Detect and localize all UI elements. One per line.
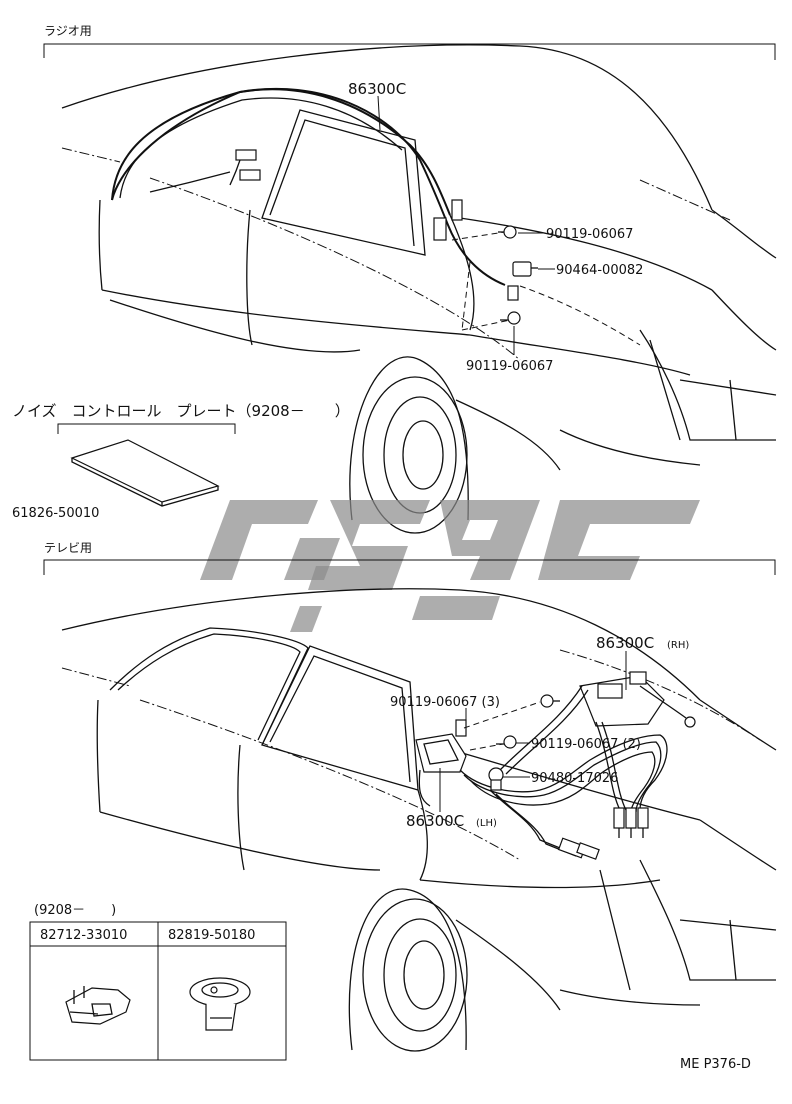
parts-table-caption: (9208－ ) xyxy=(34,903,116,918)
noise-plate-part: 61826-50010 xyxy=(12,506,99,521)
parts-table-col-1: 82712-33010 xyxy=(40,928,127,943)
diagram-ref: ME P376-D xyxy=(680,1057,751,1072)
screw-icon xyxy=(498,225,517,239)
antenna-cord-icon xyxy=(111,87,519,301)
radio-section-bracket xyxy=(43,43,776,60)
callout-line xyxy=(461,319,511,331)
parts-table-col-2: 82819-50180 xyxy=(168,928,255,943)
tv-cord-rh-label: 86300C xyxy=(596,634,654,652)
clamp-icon xyxy=(512,261,538,277)
screw-icon xyxy=(540,694,560,708)
parts-table xyxy=(29,921,287,1061)
callout-line xyxy=(519,285,641,346)
tv-screw-a-label: 90119-06067 (3) xyxy=(390,695,500,710)
callout-line xyxy=(463,701,541,729)
antenna-cord-icon xyxy=(415,671,696,857)
watermark-logo-icon xyxy=(200,500,700,632)
tv-section-bracket xyxy=(43,559,776,575)
screw-icon xyxy=(496,735,517,749)
noise-plate-title: ノイズ コントロール プレート（9208－ ） xyxy=(12,402,350,420)
radio-section-title: ラジオ用 xyxy=(44,24,92,38)
tv-cord-rh-note: (RH) xyxy=(667,640,689,651)
tv-cord-lh-note: (LH) xyxy=(476,818,497,829)
tv-screw-b-label: 90119-06067 (2) xyxy=(531,737,641,752)
car-body-icon xyxy=(61,44,777,534)
leader-line xyxy=(377,95,381,131)
callout-line xyxy=(469,743,504,751)
radio-screw-2-label: 90119-06067 xyxy=(466,359,553,374)
callout-line xyxy=(451,231,506,241)
tv-clip-label: 90480-17026 xyxy=(531,771,618,786)
noise-plate-bracket xyxy=(57,423,236,434)
tv-section-title: テレビ用 xyxy=(44,541,92,555)
noise-plate-icon xyxy=(70,439,220,507)
radio-cord-label: 86300C xyxy=(348,80,406,98)
radio-clamp-label: 90464-00082 xyxy=(556,263,643,278)
clip-icon xyxy=(488,767,504,791)
clamp-icon xyxy=(65,986,131,1025)
radio-screw-1-label: 90119-06067 xyxy=(546,227,633,242)
callout-line xyxy=(461,261,471,331)
screw-icon xyxy=(500,311,521,325)
clip-icon xyxy=(189,977,251,1031)
connector-icon xyxy=(557,807,649,860)
tv-cord-lh-label: 86300C xyxy=(406,812,464,830)
